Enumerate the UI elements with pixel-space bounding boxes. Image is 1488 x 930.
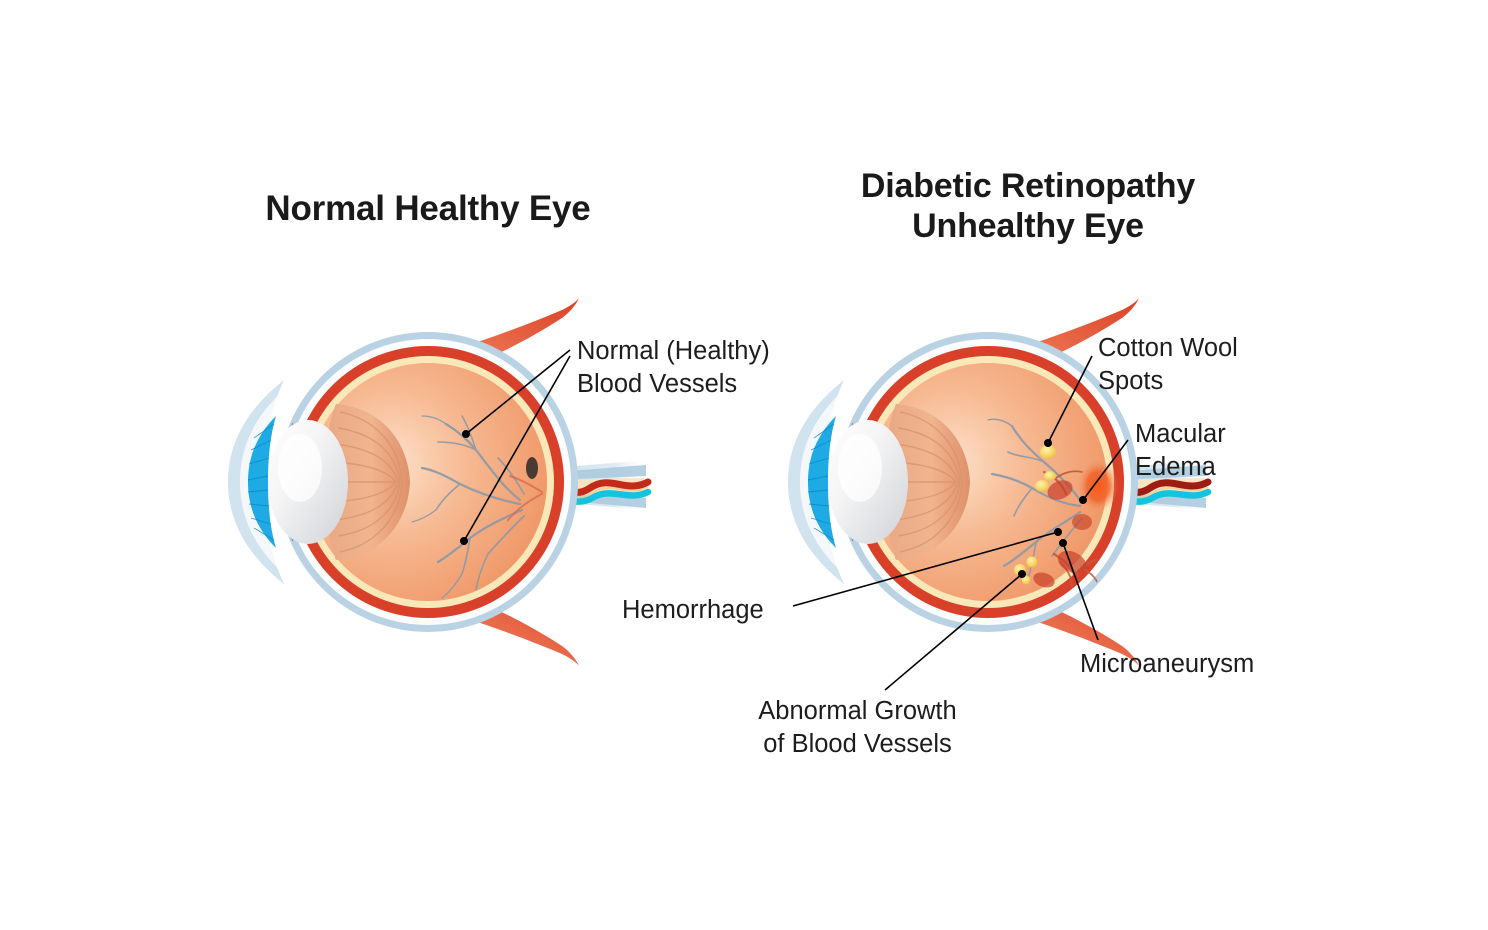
leader-hemorrhage	[792, 531, 1059, 607]
hemorrhage-spots	[1033, 480, 1092, 588]
diabetic-eye-illustration	[788, 298, 1212, 666]
leader-normal-vessels-upper	[465, 349, 571, 435]
label-abnormal-growth: Abnormal Growth of Blood Vessels	[758, 697, 957, 759]
label-macular-edema: Macular Edema	[1135, 420, 1226, 482]
lens-highlight	[278, 434, 322, 502]
leader-abnormal-growth	[884, 573, 1023, 691]
page-title-diabetic: Diabetic Retinopathy Unhealthy Eye	[860, 167, 1196, 246]
label-cotton-wool-spots: Cotton Wool Spots	[1098, 334, 1238, 396]
retinal-blood-vessels	[411, 415, 525, 599]
normal-eye-illustration	[228, 298, 652, 666]
lens-highlight	[838, 434, 882, 502]
leader-cotton-wool	[1047, 355, 1093, 444]
cotton-wool-spots	[1035, 445, 1056, 492]
fovea	[526, 457, 538, 479]
label-microaneurysm: Microaneurysm	[1080, 650, 1255, 678]
macular-edema	[1078, 460, 1118, 512]
leader-normal-vessels-lower	[463, 355, 571, 542]
ciliary-body	[884, 404, 970, 560]
leader-microaneurysm	[1062, 542, 1099, 641]
page-title-normal: Normal Healthy Eye	[265, 189, 591, 228]
ciliary-body	[324, 404, 410, 560]
leader-macular-edema	[1082, 439, 1129, 501]
label-hemorrhage: Hemorrhage	[622, 596, 764, 624]
label-normal-blood-vessels: Normal (Healthy) Blood Vessels	[577, 337, 770, 399]
